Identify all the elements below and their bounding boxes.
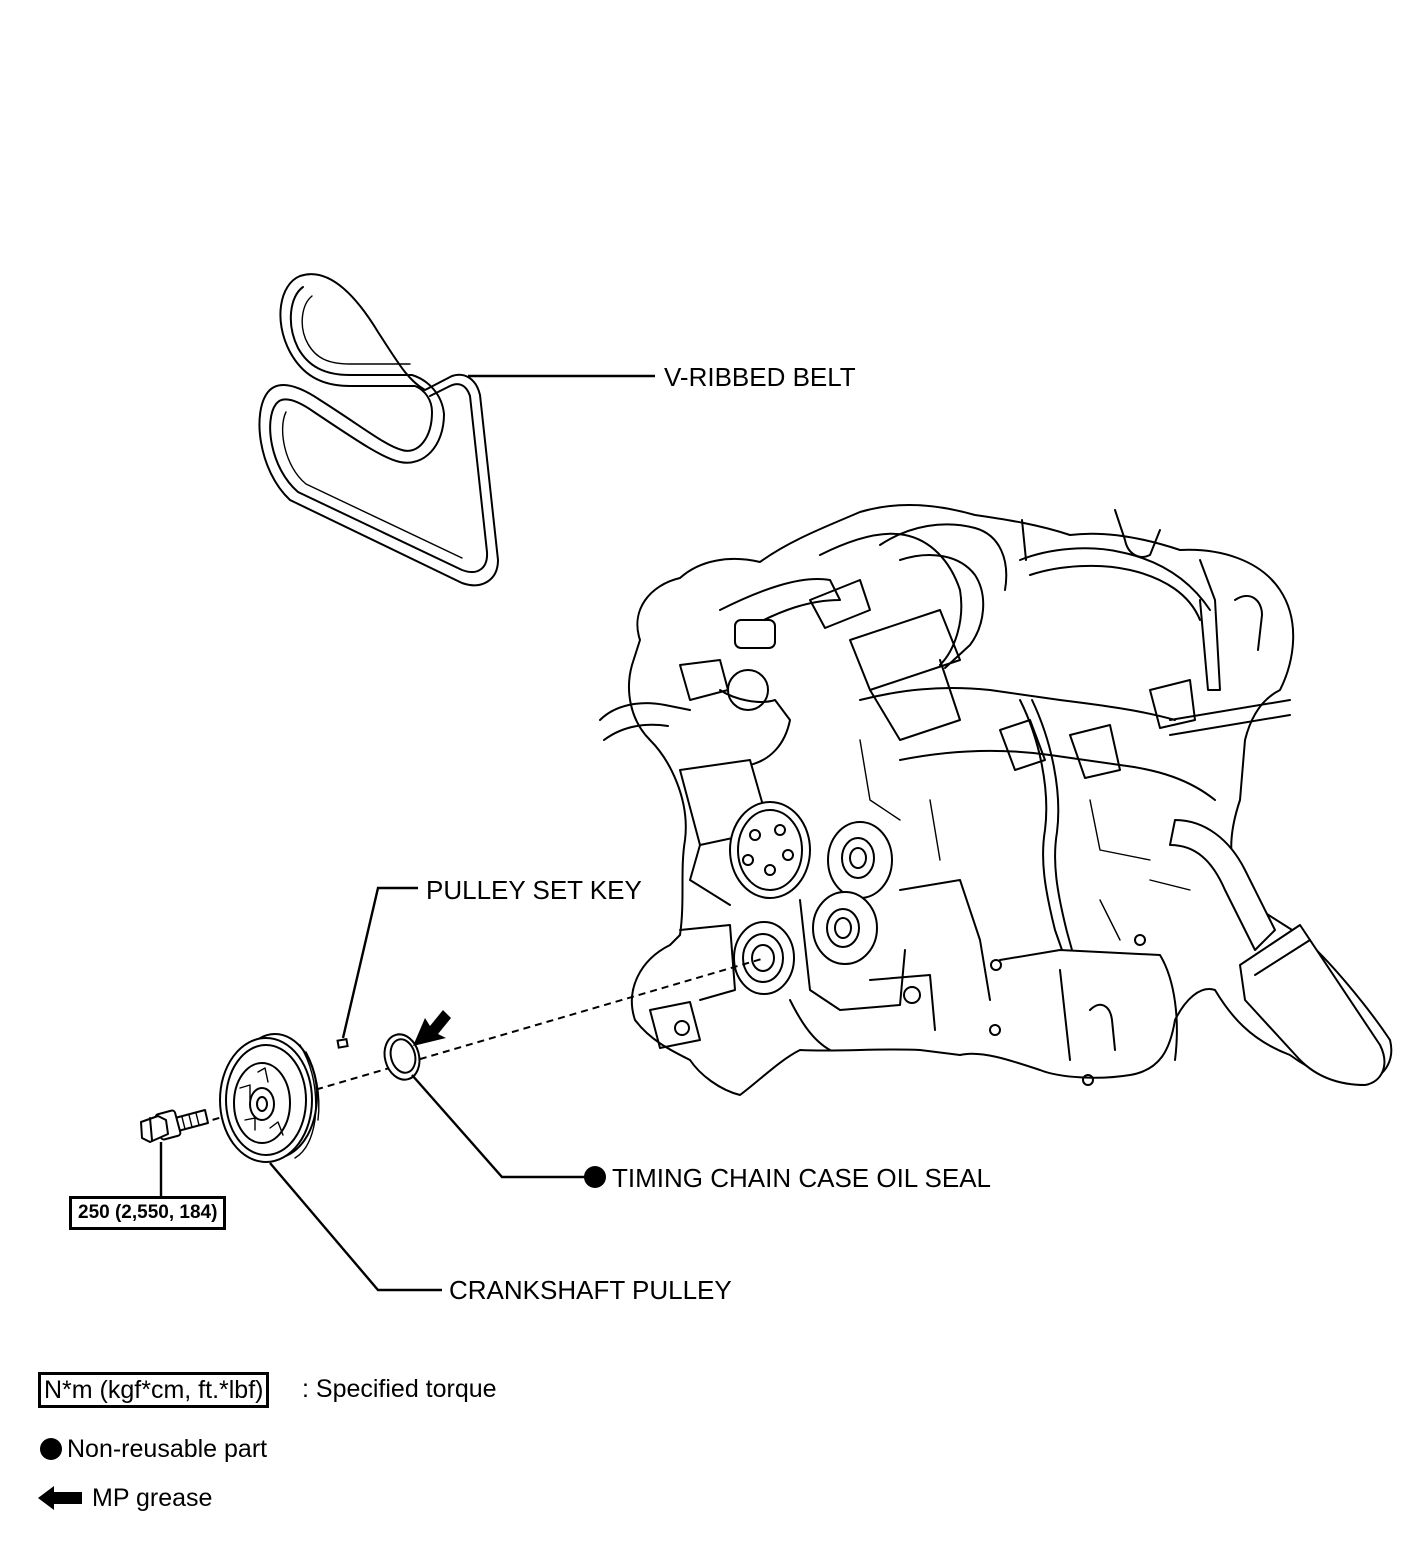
- legend-torque-units: N*m (kgf*cm, ft.*lbf): [38, 1372, 270, 1408]
- label-crankshaft-pulley: CRANKSHAFT PULLEY: [449, 1275, 732, 1305]
- engine-assembly-drawing: [599, 504, 1393, 1096]
- v-ribbed-belt-drawing: [258, 273, 499, 587]
- water-pump-pulley: [729, 801, 811, 899]
- label-v-ribbed-belt: V-RIBBED BELT: [664, 362, 856, 392]
- legend-torque-text: : Specified torque: [302, 1375, 497, 1403]
- legend-non-reusable-text: Non-reusable part: [67, 1435, 268, 1463]
- tensioner-pulley: [812, 891, 878, 965]
- legend-non-reusable: Non-reusable part: [40, 1434, 267, 1464]
- idler-pulley-upper: [827, 821, 893, 899]
- crankshaft-pulley-bolt: [140, 1109, 209, 1143]
- arrow-left-icon: [38, 1486, 82, 1510]
- label-pulley-set-key: PULLEY SET KEY: [426, 875, 642, 905]
- crankshaft-bore: [733, 921, 795, 995]
- legend-mp-grease-text: MP grease: [92, 1484, 213, 1512]
- exhaust-pipe: [1169, 819, 1386, 1086]
- pulley-set-key-drawing: [336, 1038, 349, 1049]
- torque-spec-box: 250 (2,550, 184): [69, 1196, 227, 1230]
- mp-grease-arrow-icon: [413, 1010, 451, 1046]
- non-reusable-marker-icon: [584, 1166, 606, 1188]
- legend-mp-grease: MP grease: [36, 1483, 212, 1513]
- leader-lines: [159, 374, 655, 1292]
- label-timing-chain-case-oil-seal: TIMING CHAIN CASE OIL SEAL: [612, 1163, 992, 1193]
- filled-circle-icon: [40, 1438, 62, 1460]
- oil-seal-drawing: [383, 1033, 421, 1081]
- crankshaft-pulley-drawing: [219, 1033, 320, 1163]
